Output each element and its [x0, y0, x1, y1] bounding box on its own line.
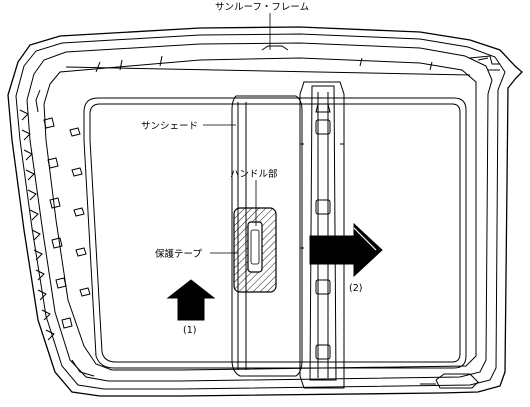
label-step-2: (2)	[349, 283, 362, 294]
handle-with-tape	[233, 207, 277, 293]
leader-lines	[203, 13, 271, 254]
arrow-2-right	[309, 222, 383, 278]
arrow-1-up	[166, 279, 216, 321]
label-sunroof-frame: サンルーフ・フレーム	[215, 2, 309, 13]
label-protective-tape: 保護テープ	[155, 248, 202, 260]
label-sunshade: サンシェード	[141, 121, 198, 132]
roof-opening	[69, 97, 467, 369]
label-step-1: (1)	[183, 325, 196, 336]
label-handle: ハンドル部	[230, 168, 278, 180]
handle	[247, 221, 263, 273]
center-rail	[299, 81, 345, 389]
sunroof-frame	[7, 26, 523, 397]
